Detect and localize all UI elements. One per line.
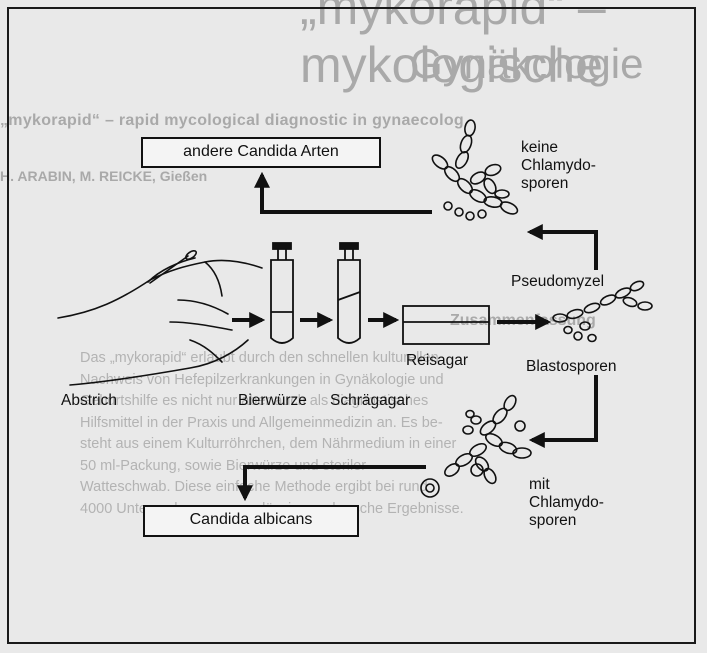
box-other-candida-species: andere Candida Arten: [141, 137, 381, 168]
label-schraegagar: Schrägagar: [330, 392, 410, 410]
label-line: Chlamydo-: [521, 157, 596, 175]
arrow-to-other-species: [262, 175, 432, 212]
label-line: mit: [529, 476, 604, 494]
label-with-chlamydospores: mit Chlamydo- sporen: [529, 476, 604, 530]
label-reisagar: Reisagar: [406, 352, 468, 370]
arrow-to-albicans: [245, 467, 426, 498]
arrow-to-no-chlamydospores: [530, 232, 596, 270]
reisagar-plate: [403, 306, 489, 344]
test-tube-schraegagar: [338, 243, 360, 343]
label-abstrich: Abstrich: [61, 392, 117, 410]
label-bierwuerze: Bierwürze: [238, 392, 307, 410]
hand-with-swab-illustration: [58, 249, 262, 385]
label-line: keine: [521, 139, 596, 157]
cluster-no-chlamydospores-illustration: [430, 119, 519, 220]
cluster-with-chlamydospores-illustration: [421, 394, 531, 497]
label-line: sporen: [529, 512, 604, 530]
box-candida-albicans: Candida albicans: [143, 505, 359, 537]
label-pseudomycel: Pseudomyzel: [511, 273, 604, 291]
label-blastosporen: Blastosporen: [526, 358, 616, 376]
label-line: Chlamydo-: [529, 494, 604, 512]
test-tube-bierwuerze: [271, 243, 293, 343]
arrow-to-with-chlamydospores: [532, 375, 596, 440]
label-line: sporen: [521, 175, 596, 193]
label-no-chlamydospores: keine Chlamydo- sporen: [521, 139, 596, 193]
